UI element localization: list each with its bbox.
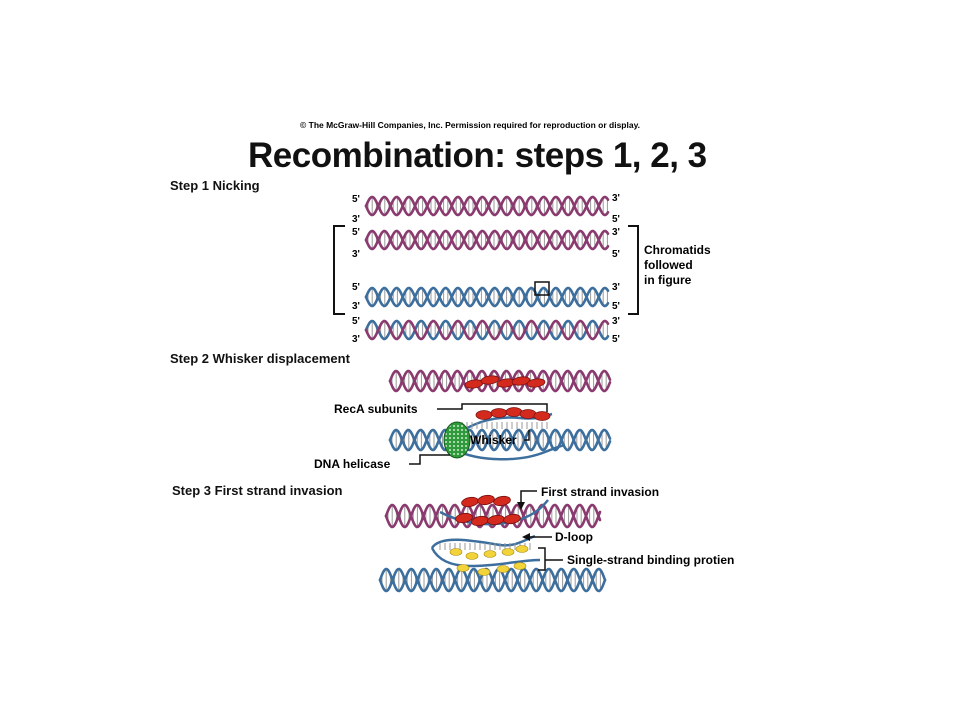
end-label-3p: 3' [352,334,360,345]
single-strand-binding-protein [465,552,479,560]
chromatids-label-line2: followed [644,258,693,272]
invasion-label: First strand invasion [541,485,659,499]
reca-subunit [533,411,551,421]
single-strand-binding-protein [456,564,470,572]
single-strand-binding-protein [449,548,463,556]
dna-strand [364,195,610,217]
single-strand-binding-protein [483,550,497,558]
end-label-3p: 3' [352,301,360,312]
helicase-label: DNA helicase [314,457,391,471]
helicase-pointer [409,454,450,465]
reca-subunit [505,407,523,417]
right-bracket [628,225,639,315]
single-strand-binding-protein [477,568,491,576]
reca-subunit [475,410,493,420]
chromatid-helix-2 [364,229,610,251]
step3-bottom-helix [378,567,607,593]
copyright-notice: © The McGraw-Hill Companies, Inc. Permis… [300,120,641,130]
reca-subunit [519,409,537,419]
single-strand-binding-protein [496,565,510,573]
dna-strand [384,503,602,529]
end-label-3p: 3' [612,282,620,293]
reca-subunit [455,512,473,524]
chromatids-label-line1: Chromatids [644,243,711,257]
reca-subunit [503,513,521,525]
dna-strand [364,286,610,308]
end-label-3p: 3' [612,316,620,327]
dna-strand [364,195,610,217]
dna-strand [364,319,610,341]
chromatids-label-line3: in figure [644,273,692,287]
chromatid-helix-4 [364,319,610,341]
dna-strand [384,503,602,529]
nick-site-box [534,281,550,296]
dna-strand [378,567,607,593]
end-label-5p: 5' [612,214,620,225]
end-label-3p: 3' [352,249,360,260]
end-label-5p: 5' [352,227,360,238]
dna-strand [364,229,610,251]
single-strand-binding-protein [513,562,527,570]
end-label-5p: 5' [612,249,620,260]
end-label-5p: 5' [612,334,620,345]
end-label-5p: 5' [352,282,360,293]
whisker-label: Whisker [470,433,517,447]
left-bracket [333,225,345,315]
end-label-3p: 3' [612,193,620,204]
single-strand-loop [454,443,566,461]
slide-title: Recombination: steps 1, 2, 3 [248,136,707,175]
end-label-5p: 5' [352,316,360,327]
end-label-3p: 3' [352,214,360,225]
invasion-pointer [520,490,537,505]
dna-strand [364,319,610,341]
step3-label: Step 3 First strand invasion [172,483,343,498]
dna-strand [364,286,610,308]
reca-label: RecA subunits [334,402,418,416]
d-loop-lower-strand [430,547,541,568]
reca-subunit [493,495,511,507]
reca-subunit [477,494,495,506]
ssb-pointer [538,547,563,571]
dloop-arrowhead [522,533,530,541]
reca-subunit [490,408,508,418]
dna-helicase-texture [445,423,469,457]
step2-label: Step 2 Whisker displacement [170,351,351,366]
reca-subunit [526,378,546,388]
whisker-pointer [524,430,530,441]
reca-subunit [511,376,531,386]
chromatid-helix-1 [364,195,610,217]
chromatid-helix-3 [364,286,610,308]
dna-strand [388,428,612,452]
invasion-arrowhead [517,502,525,510]
reca-pointer [437,403,548,412]
single-strand-binding-protein [501,548,515,556]
dna-strand [364,229,610,251]
diagram-details [430,375,566,576]
end-label-5p: 5' [612,301,620,312]
end-label-5p: 5' [352,194,360,205]
dloop-label: D-loop [555,530,593,544]
step1-label: Step 1 Nicking [170,178,260,193]
reca-subunit [480,375,500,385]
ssb-label: Single-strand binding protien [567,553,734,567]
end-label-3p: 3' [612,227,620,238]
single-strand-binding-protein [515,545,529,553]
